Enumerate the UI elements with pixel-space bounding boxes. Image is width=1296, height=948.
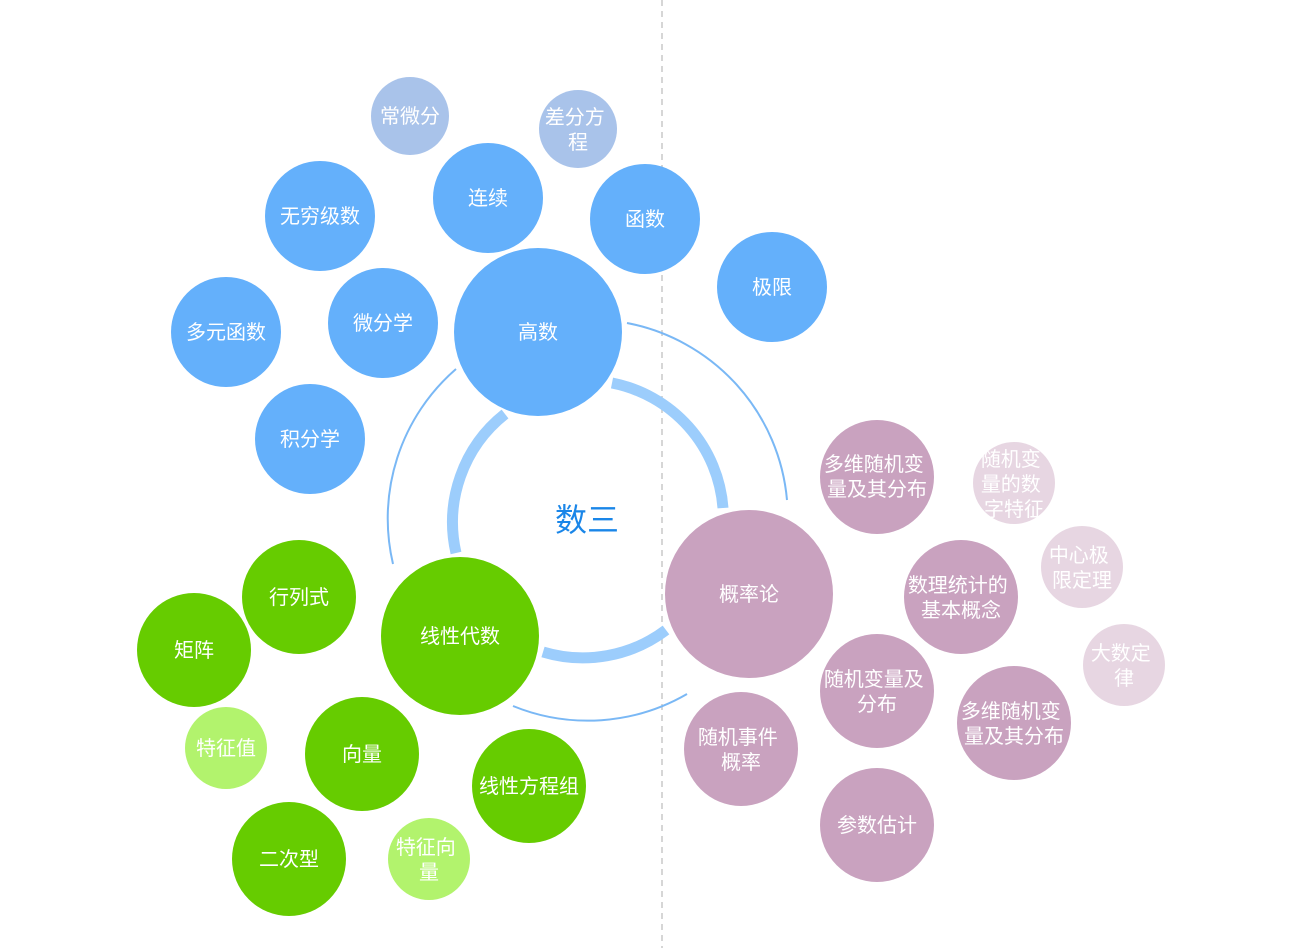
node-label-line: 中心极 bbox=[1049, 543, 1109, 567]
node-label-line: 大数定 bbox=[1091, 641, 1151, 665]
node-label: 微分学 bbox=[353, 311, 413, 335]
node-xiangliang[interactable]: 向量 bbox=[305, 697, 419, 811]
node-label: 特征值 bbox=[196, 736, 256, 760]
node-tezhengzhi[interactable]: 特征值 bbox=[185, 707, 267, 789]
node-zhongxinjixian[interactable]: 中心极 限定理 bbox=[1041, 526, 1123, 608]
node-label-line: 随机事件 bbox=[698, 725, 778, 749]
node-label: 数理统计的 基本概念 bbox=[908, 573, 1014, 622]
node-label-line: 随机变量及 bbox=[824, 667, 924, 691]
node-dashudinglv[interactable]: 大数定 律 bbox=[1083, 624, 1165, 706]
node-duowei-1[interactable]: 多维随机变 量及其分布 bbox=[820, 420, 934, 534]
node-jixian[interactable]: 极限 bbox=[717, 232, 827, 342]
node-label: 线性代数 bbox=[420, 624, 500, 648]
node-label: 随机事件 概率 bbox=[698, 725, 784, 774]
node-juzhen[interactable]: 矩阵 bbox=[137, 593, 251, 707]
node-label: 大数定 律 bbox=[1091, 641, 1157, 690]
node-label: 随机变量及 分布 bbox=[824, 667, 930, 716]
node-label: 概率论 bbox=[719, 582, 779, 606]
node-changweifen[interactable]: 常微分 bbox=[371, 77, 449, 155]
node-label: 多维随机变 量及其分布 bbox=[824, 452, 930, 501]
node-label-line: 量的数 bbox=[981, 472, 1041, 496]
node-label: 积分学 bbox=[280, 427, 340, 451]
node-label-line: 随机变 bbox=[981, 447, 1041, 471]
outer-ring-arc bbox=[512, 693, 688, 722]
node-label: 线性方程组 bbox=[479, 774, 579, 798]
node-label: 高数 bbox=[518, 320, 558, 344]
node-label: 极限 bbox=[752, 275, 792, 299]
node-label-line: 多维随机变 bbox=[824, 452, 924, 476]
node-label-line: 基本概念 bbox=[921, 598, 1001, 622]
node-canshuguji[interactable]: 参数估计 bbox=[820, 768, 934, 882]
node-label: 函数 bbox=[625, 207, 665, 231]
node-weifenxue[interactable]: 微分学 bbox=[328, 268, 438, 378]
node-jifenxue[interactable]: 积分学 bbox=[255, 384, 365, 494]
node-duowei-2[interactable]: 多维随机变 量及其分布 bbox=[957, 666, 1071, 780]
node-label: 常微分 bbox=[380, 104, 440, 128]
inner-ring-arc bbox=[447, 409, 509, 555]
node-lianxu[interactable]: 连续 bbox=[433, 143, 543, 253]
node-label-line: 律 bbox=[1114, 666, 1134, 690]
node-duoyuanhanshu[interactable]: 多元函数 bbox=[171, 277, 281, 387]
node-label-line: 数理统计的 bbox=[908, 573, 1008, 597]
node-hanglieshi[interactable]: 行列式 bbox=[242, 540, 356, 654]
node-shuzitezheng[interactable]: 随机变 量的数 字特征 bbox=[973, 442, 1055, 524]
node-label: 随机变 量的数 字特征 bbox=[981, 447, 1047, 521]
node-label: 矩阵 bbox=[174, 638, 214, 662]
outer-ring-arc bbox=[386, 368, 457, 565]
node-hanshu[interactable]: 函数 bbox=[590, 164, 700, 274]
node-label: 中心极 限定理 bbox=[1049, 543, 1115, 592]
node-label: 差分方 程 bbox=[545, 105, 611, 154]
node-label: 行列式 bbox=[269, 585, 329, 609]
node-label: 多维随机变 量及其分布 bbox=[961, 699, 1067, 748]
node-chafenfangcheng[interactable]: 差分方 程 bbox=[539, 90, 617, 168]
node-xianxingdaishu-main[interactable]: 线性代数 bbox=[381, 557, 539, 715]
node-ercixing[interactable]: 二次型 bbox=[232, 802, 346, 916]
node-wuqiongjishu[interactable]: 无穷级数 bbox=[265, 161, 375, 271]
outer-ring bbox=[386, 322, 788, 722]
node-label: 连续 bbox=[468, 186, 508, 210]
node-gaoshu-main[interactable]: 高数 bbox=[454, 248, 622, 416]
node-tezhengxiangliang[interactable]: 特征向 量 bbox=[388, 818, 470, 900]
inner-ring bbox=[447, 377, 729, 664]
node-suijishijian[interactable]: 随机事件 概率 bbox=[684, 692, 798, 806]
outer-ring-arc bbox=[626, 322, 788, 501]
node-label-line: 多维随机变 bbox=[961, 699, 1061, 723]
node-label-line: 字特征 bbox=[984, 497, 1044, 521]
node-xianxingfangchengzu[interactable]: 线性方程组 bbox=[472, 729, 586, 843]
node-label-line: 量及其分布 bbox=[964, 724, 1064, 748]
node-gailvlun-main[interactable]: 概率论 bbox=[665, 510, 833, 678]
center-label: 数三 bbox=[555, 501, 619, 539]
node-label-line: 特征向 bbox=[396, 835, 456, 859]
inner-ring-arc bbox=[610, 377, 729, 509]
node-label: 向量 bbox=[342, 742, 382, 766]
node-label: 特征向 量 bbox=[396, 835, 462, 884]
node-label: 参数估计 bbox=[837, 813, 917, 837]
node-label-line: 程 bbox=[568, 130, 588, 154]
node-label-line: 差分方 bbox=[545, 105, 605, 129]
node-label-line: 限定理 bbox=[1052, 568, 1112, 592]
node-label-line: 量及其分布 bbox=[827, 477, 927, 501]
node-label-line: 分布 bbox=[857, 692, 897, 716]
node-label: 多元函数 bbox=[186, 320, 266, 344]
inner-ring-arc bbox=[541, 625, 670, 664]
node-label-line: 概率 bbox=[721, 750, 761, 774]
node-label-line: 量 bbox=[419, 860, 439, 884]
node-suijibianliang[interactable]: 随机变量及 分布 bbox=[820, 634, 934, 748]
node-shulitongji[interactable]: 数理统计的 基本概念 bbox=[904, 540, 1018, 654]
node-label: 无穷级数 bbox=[280, 204, 360, 228]
node-label: 二次型 bbox=[259, 847, 319, 871]
